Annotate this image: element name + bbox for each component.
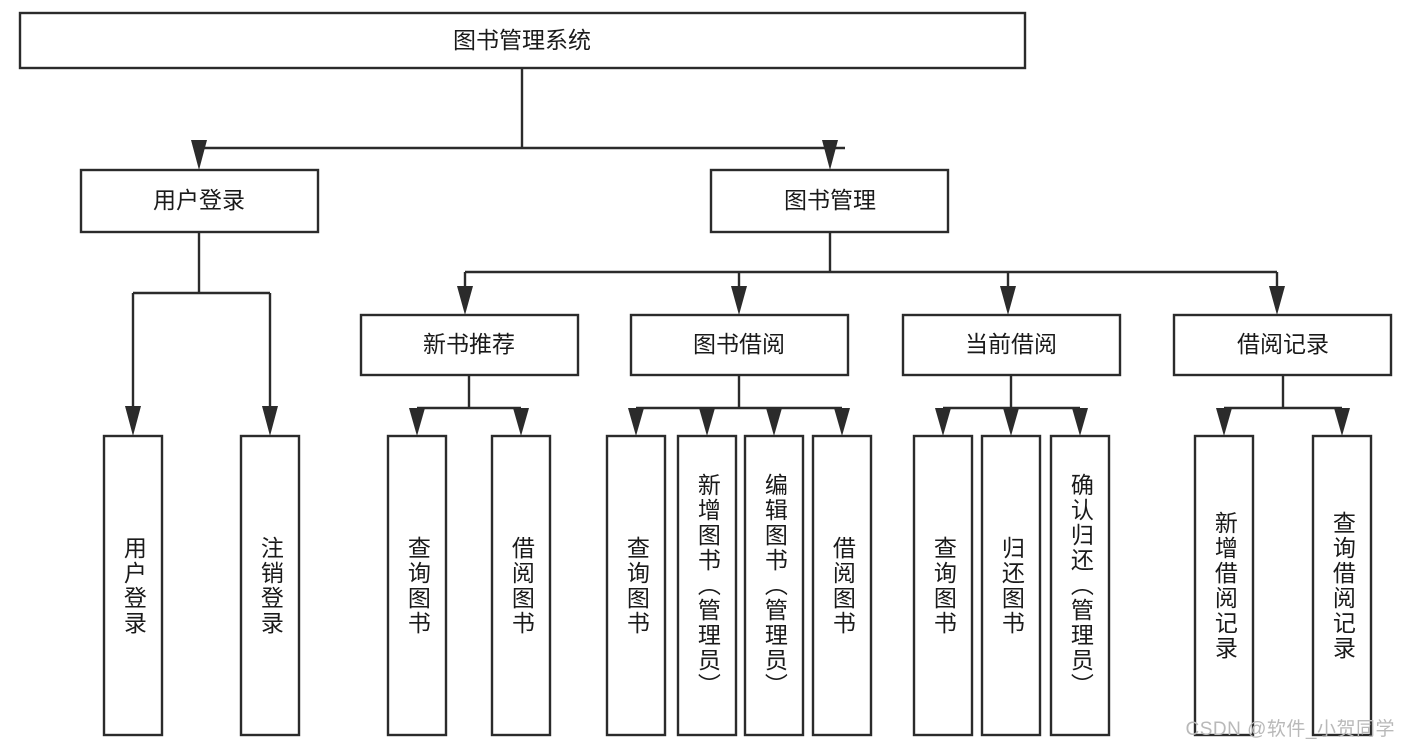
connector-group-bookborrow xyxy=(628,375,850,436)
node-book-borrow-box[interactable] xyxy=(629,313,850,377)
node-book-borrow[interactable]: 图书借阅 xyxy=(629,313,850,377)
leaf-box-return-book[interactable] xyxy=(980,434,1042,737)
connector-group-root xyxy=(191,68,845,170)
arrow-head-currentborrow xyxy=(1000,286,1016,315)
node-current-borrow-box[interactable] xyxy=(901,313,1122,377)
node-borrow-record-label: 借阅记录 xyxy=(1237,331,1329,357)
leaf-box-edit-book[interactable] xyxy=(743,434,805,737)
arrow-head-bookmanagement xyxy=(822,140,838,170)
node-current-borrow[interactable]: 当前借阅 xyxy=(901,313,1122,377)
leaf-box-user-login[interactable] xyxy=(102,434,164,737)
arrow-head-leaf-query-book-1 xyxy=(409,408,425,436)
node-root-box[interactable] xyxy=(18,11,1027,70)
connector-group-borrowrecord xyxy=(1216,375,1350,436)
arrow-head-leaf-borrow-book-2 xyxy=(834,408,850,436)
arrow-head-newbook xyxy=(457,286,473,315)
leaf-box-group xyxy=(102,434,1373,737)
node-book-management[interactable]: 图书管理 xyxy=(709,168,950,234)
node-new-book-recommend[interactable]: 新书推荐 xyxy=(359,313,580,377)
watermark-text: CSDN @软件_小贺同学 xyxy=(1185,719,1395,740)
connector-group-userlogin xyxy=(125,232,278,436)
arrow-head-leaf-add-record xyxy=(1216,408,1232,436)
leaf-box-add-book[interactable] xyxy=(676,434,738,737)
node-user-login-label: 用户登录 xyxy=(153,187,245,213)
leaf-box-confirm-return[interactable] xyxy=(1049,434,1111,737)
node-borrow-record-box[interactable] xyxy=(1172,313,1393,377)
arrow-head-leaf-edit-book xyxy=(766,408,782,436)
node-user-login[interactable]: 用户登录 xyxy=(79,168,320,234)
connector-group-newbook xyxy=(409,375,529,436)
arrow-head-borrowrecord xyxy=(1269,286,1285,315)
leaf-box-query-record[interactable] xyxy=(1311,434,1373,737)
leaf-box-query-book-2[interactable] xyxy=(605,434,667,737)
node-borrow-record[interactable]: 借阅记录 xyxy=(1172,313,1393,377)
node-current-borrow-label: 当前借阅 xyxy=(965,331,1057,357)
arrow-head-leaf-return-book xyxy=(1003,408,1019,436)
arrow-head-leaf-user-logout xyxy=(262,406,278,436)
arrow-head-leaf-confirm-return xyxy=(1072,408,1088,436)
leaf-box-query-book-1[interactable] xyxy=(386,434,448,737)
leaf-box-query-book-3[interactable] xyxy=(912,434,974,737)
node-new-book-recommend-box[interactable] xyxy=(359,313,580,377)
arrow-head-leaf-query-book-2 xyxy=(628,408,644,436)
arrow-head-leaf-query-book-3 xyxy=(935,408,951,436)
arrow-head-leaf-borrow-book-1 xyxy=(513,408,529,436)
connector-group-currentborrow xyxy=(935,375,1088,436)
node-new-book-recommend-label: 新书推荐 xyxy=(423,331,515,357)
leaf-box-user-logout[interactable] xyxy=(239,434,301,737)
node-book-management-label: 图书管理 xyxy=(784,187,876,213)
arrow-head-userlogin xyxy=(191,140,207,170)
arrow-head-bookborrow xyxy=(731,286,747,315)
leaf-box-borrow-book-1[interactable] xyxy=(490,434,552,737)
arrow-head-leaf-query-record xyxy=(1334,408,1350,436)
node-book-management-box[interactable] xyxy=(709,168,950,234)
leaf-box-borrow-book-2[interactable] xyxy=(811,434,873,737)
connector-group-bookmanagement xyxy=(457,232,1285,315)
arrow-head-leaf-add-book xyxy=(699,408,715,436)
node-user-login-box[interactable] xyxy=(79,168,320,234)
node-book-borrow-label: 图书借阅 xyxy=(693,331,785,357)
node-root-label: 图书管理系统 xyxy=(453,27,591,53)
node-root[interactable]: 图书管理系统 xyxy=(18,11,1027,70)
leaf-box-add-record[interactable] xyxy=(1193,434,1255,737)
arrow-head-leaf-user-login xyxy=(125,406,141,436)
